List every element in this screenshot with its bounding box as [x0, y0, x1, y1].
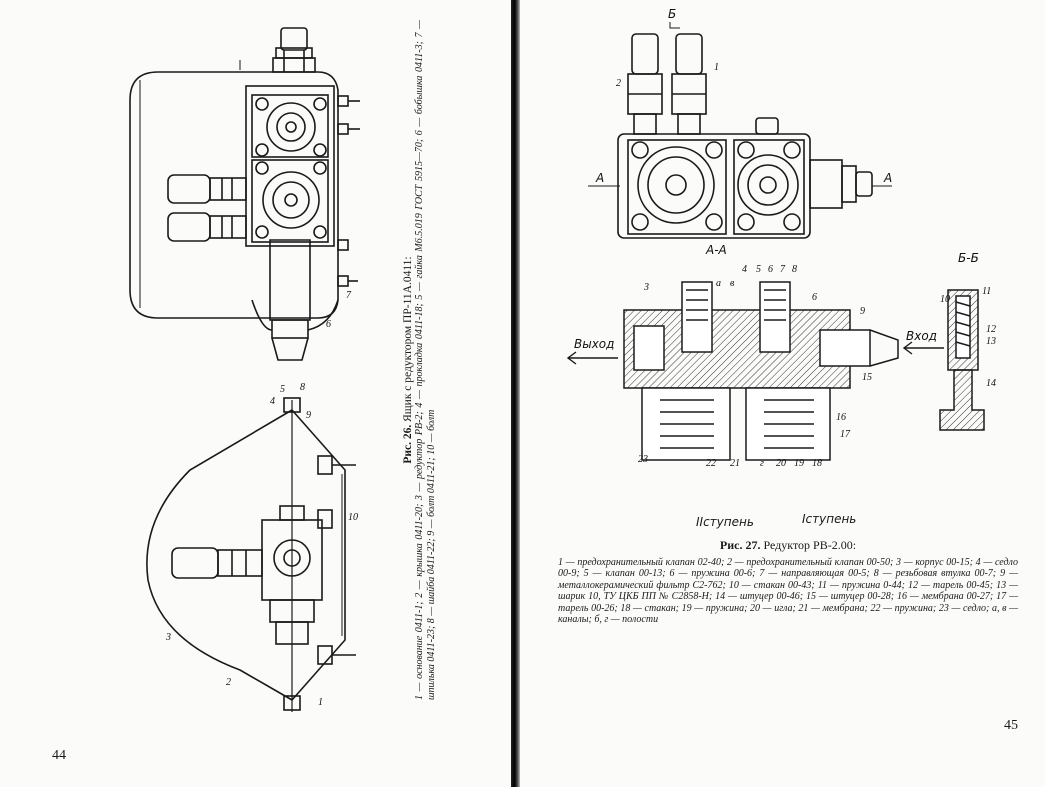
figure27-title: Рис. 27. Редуктор РВ-2.00: [719, 538, 857, 552]
figure27-legend: 1 — предохранительный клапан 02-40; 2 — … [558, 556, 1018, 626]
fig27-callout-14: 14 [986, 378, 996, 389]
fig26-callout-2: 2 [226, 677, 231, 688]
fig27-callout-16: 16 [836, 412, 846, 423]
figure27-caption: Рис. 27. Редуктор РВ-2.00: 1 — предохран… [558, 538, 1018, 626]
figure27-section-aa: Выход Вход 3 4 5 6 7 8 6 9 15 16 17 а в … [566, 264, 944, 469]
fig27-callout-21: 21 [730, 458, 740, 469]
fig27-callout-a: а [716, 278, 721, 289]
fig27-section-mark-a-left: А [595, 171, 604, 185]
fig27-callout-18: 18 [812, 458, 822, 469]
figure26-title: Рис. 26. Ящик с редуктором ПР-11А.0411: [402, 256, 414, 464]
figure26-top-view: 7 6 [129, 27, 360, 361]
fig27-callout-9: 9 [860, 306, 865, 317]
page-number-right: 45 [1004, 718, 1018, 733]
fig27-callout-11: 11 [982, 286, 991, 297]
fig26-callout-8: 8 [300, 382, 305, 393]
fig27-callout-g: г [760, 458, 764, 469]
figure27-plan-view: Б А А 2 1 А-А [588, 7, 892, 257]
fig27-section-mark-a-right: А [883, 171, 892, 185]
fig27-callout-6: 6 [768, 264, 773, 275]
fig26-callout-5: 5 [280, 384, 285, 395]
fig27-callout-v: в [730, 278, 735, 289]
fig27-callout-20: 20 [776, 458, 786, 469]
fig27-callout-3: 3 [643, 282, 649, 293]
fig27-callout-13: 13 [986, 336, 996, 347]
fig27-section-bb-title: Б-Б [958, 251, 979, 265]
fig27-callout-12: 12 [986, 324, 996, 335]
fig27-callout-4: 4 [742, 264, 747, 275]
fig27-outlet-label: Выход [574, 337, 614, 351]
fig27-callout-17: 17 [840, 429, 851, 440]
fig27-callout-19: 19 [794, 458, 804, 469]
fig27-section-mark-b: Б [668, 7, 676, 21]
fig27-inlet-label: Вход [906, 329, 937, 343]
fig26-callout-1: 1 [318, 697, 323, 708]
fig26-callout-10: 10 [348, 512, 358, 523]
fig26-callout-4: 4 [270, 396, 275, 407]
figure26-legend: 1 — основание 0411-1; 2 — крышка 0411-20… [414, 20, 437, 700]
figure26-side-view: 4 5 8 9 10 3 2 1 [146, 382, 358, 712]
fig27-callout-22: 22 [706, 458, 716, 469]
fig26-callout-6: 6 [326, 319, 331, 330]
fig27-callout-10: 10 [940, 294, 950, 305]
fig27-callout-6b: 6 [812, 292, 817, 303]
fig27-callout-2: 2 [616, 78, 621, 89]
right-page: Б А А 2 1 А-А [520, 0, 1045, 787]
fig26-callout-7: 7 [346, 290, 352, 301]
figure27-section-bb: Б-Б 10 11 12 13 14 [939, 251, 996, 431]
fig27-section-aa-title: А-А [705, 243, 727, 257]
left-page: 7 6 [0, 0, 512, 787]
stage2-label: IIступень [696, 515, 754, 529]
fig27-callout-23: 23 [638, 454, 648, 465]
fig27-callout-8: 8 [792, 264, 797, 275]
fig27-callout-5: 5 [756, 264, 761, 275]
fig27-callout-15: 15 [862, 372, 872, 383]
fig27-callout-1: 1 [714, 62, 719, 73]
fig27-callout-7: 7 [780, 264, 786, 275]
page-number-left: 44 [52, 748, 66, 763]
fig26-callout-9: 9 [306, 410, 311, 421]
fig26-callout-3: 3 [165, 632, 171, 643]
book-gutter [511, 0, 520, 787]
figure26-caption: Рис. 26. Ящик с редуктором ПР-11А.0411: … [402, 20, 442, 700]
stage1-label: Iступень [802, 512, 857, 526]
